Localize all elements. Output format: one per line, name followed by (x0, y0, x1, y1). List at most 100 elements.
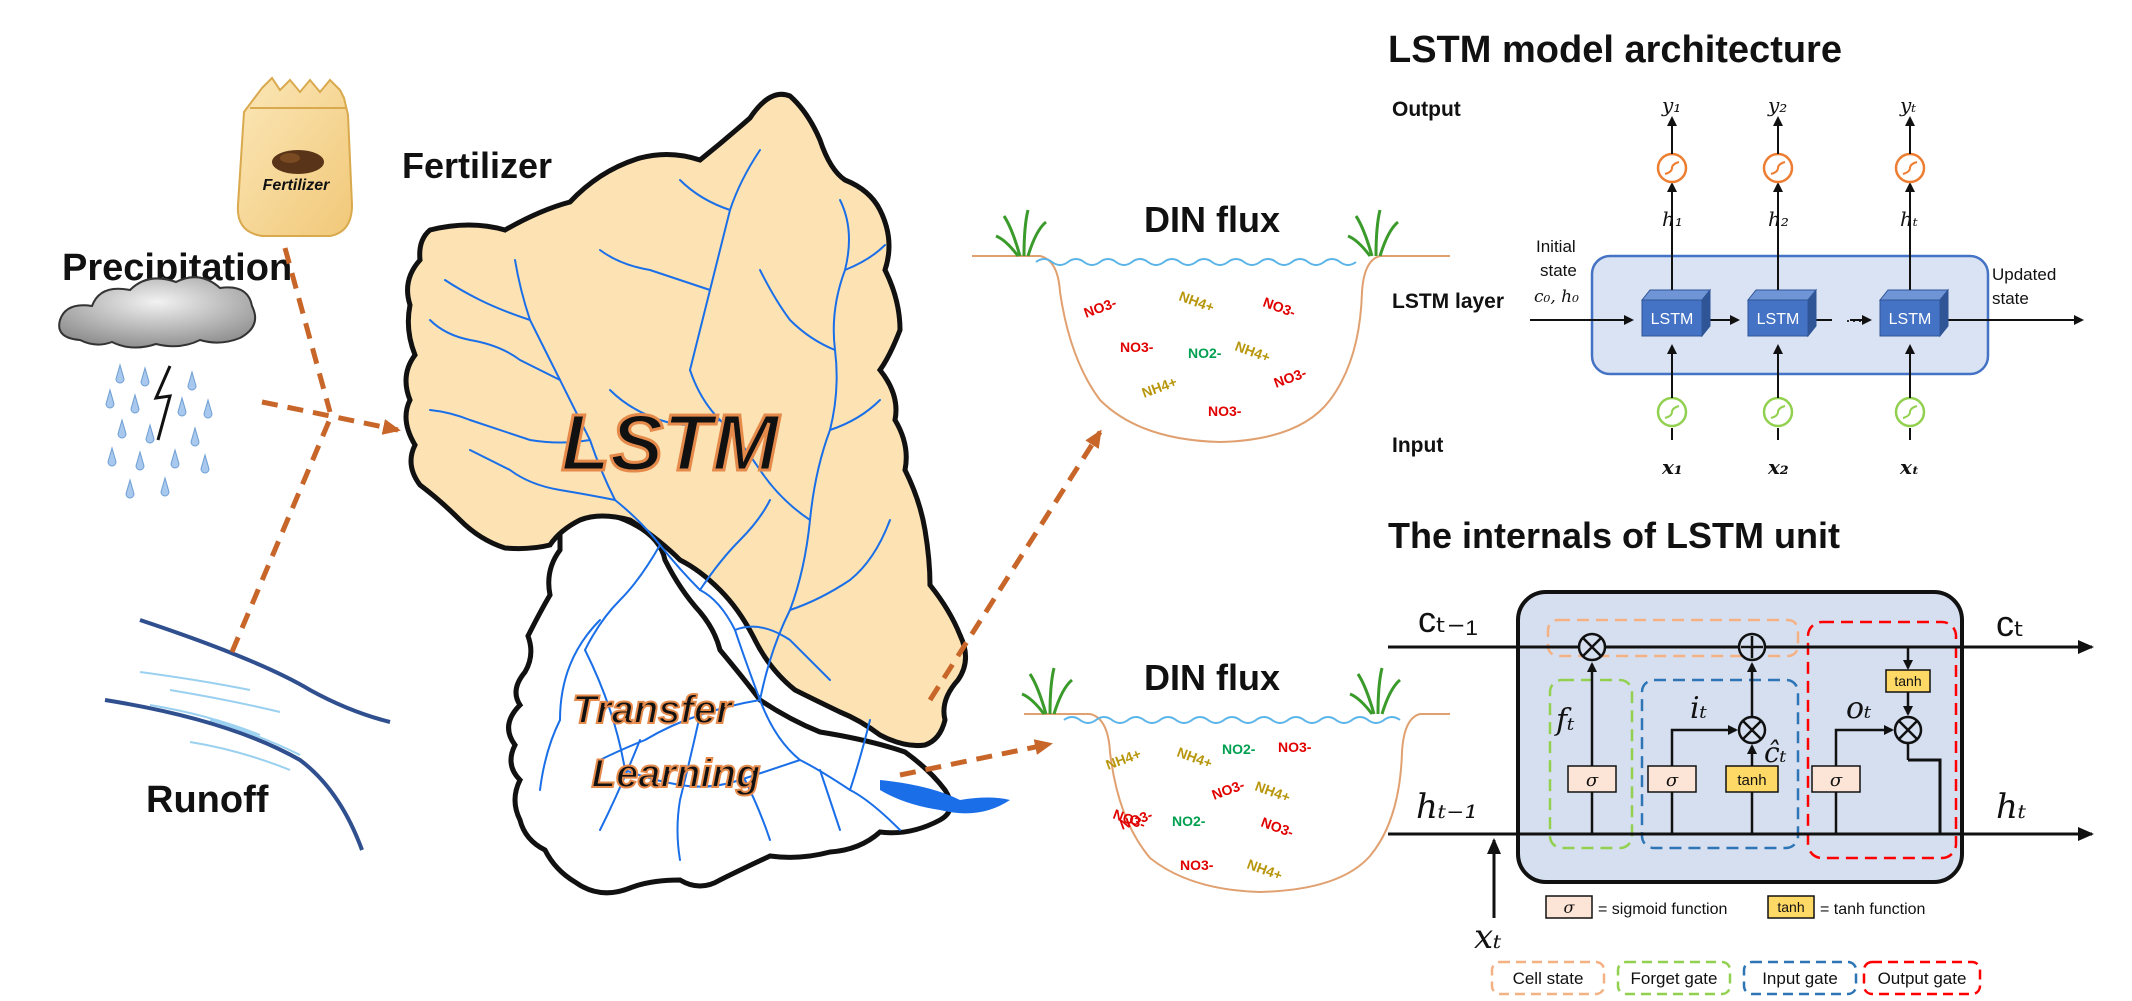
legend-cell-state-text: Cell state (1513, 969, 1584, 988)
din-flux-lower: DIN flux NH4+NH4+NO2-NO3-NO3-NO3-NH4+NO3… (1021, 657, 1450, 894)
output-label-1: y₂ (1767, 93, 1787, 117)
output-label-0: y₁ (1661, 93, 1681, 117)
initial-state-1: Initial (1536, 237, 1576, 256)
ion-labels-lower: NH4+NH4+NO2-NO3-NO3-NO3-NH4+NO3-NO2-NO3-… (1104, 739, 1312, 883)
unit-title: The internals of LSTM unit (1388, 515, 1840, 556)
h-prev-label: hₜ₋₁ (1416, 787, 1478, 827)
legend-sigmoid-text: = sigmoid function (1598, 901, 1727, 918)
estuary (880, 780, 1010, 814)
transfer-label-2: Learning (592, 752, 761, 796)
lower-ion-9: NO3- (1259, 814, 1296, 841)
legend-forget-gate-text: Forget gate (1631, 969, 1718, 988)
upper-ion-7: NO3- (1208, 403, 1242, 419)
grass-icon-left-2 (1021, 667, 1073, 715)
lower-ion-8: NO2- (1172, 813, 1206, 829)
c-hat-label: ĉₜ (1764, 736, 1787, 769)
lower-ion-5: NO3- (1210, 776, 1247, 803)
legend-output-gate (1862, 960, 1982, 996)
grass-icon-left (995, 209, 1047, 257)
input-label-1: x₂ (1767, 455, 1789, 479)
legend-tanh-text: tanh (1777, 899, 1804, 915)
cell-state-region (1546, 618, 1800, 658)
ot-label: oₜ (1846, 691, 1872, 726)
row-label-input: Input (1392, 434, 1443, 457)
lstm-cell-2 (1879, 299, 1941, 337)
h-next-label: hₜ (1996, 787, 2027, 827)
legend-forget-gate (1616, 960, 1732, 996)
ion-labels-upper: NO3-NH4+NO3-NO3-NO2-NH4+NH4+NO3-NO3- (1082, 288, 1309, 419)
precip-arrow (261, 399, 401, 435)
lstm-cell-label-0: LSTM (1651, 311, 1694, 328)
legend-tanh-desc: = tanh function (1820, 901, 1925, 918)
lower-ion-1: NH4+ (1175, 744, 1214, 771)
runoff-title: Runoff (146, 779, 269, 821)
xt-label: xₜ (1474, 917, 1502, 957)
upper-ion-8: NO3- (1272, 364, 1309, 391)
input-sigma-text: σ (1666, 770, 1679, 791)
input-sigmoid (1647, 765, 1697, 793)
arch-title: LSTM model architecture (1388, 29, 1842, 71)
input-tanh (1725, 765, 1779, 793)
lstm-internals: The internals of LSTM unit cₜ₋₁ cₜ hₜ₋₁ … (1388, 515, 2094, 996)
lstm-cell-0 (1641, 299, 1703, 337)
din-flux-upper: DIN flux NO3-NH4+NO3-NO3-NO2-NH4+NH4+NO3… (972, 199, 1450, 444)
runoff-stream-icon (104, 618, 391, 851)
upper-ion-5: NH4+ (1233, 338, 1272, 365)
fertilizer-title: Fertilizer (402, 145, 552, 186)
legend-sigmoid-box (1545, 895, 1593, 919)
lstm-cell-label-2: LSTM (1889, 311, 1932, 328)
watershed-map: LSTM Transfer Learning (403, 91, 1010, 896)
c-prev-label: cₜ₋₁ (1418, 599, 1478, 640)
input-label-2: xₜ (1899, 455, 1919, 479)
upper-ion-3: NO3- (1120, 339, 1154, 355)
output-tanh-text: tanh (1894, 673, 1921, 689)
lstm-cell-1 (1747, 299, 1809, 337)
output-gate-region (1806, 620, 1958, 860)
lower-ion-11: NH4+ (1245, 856, 1284, 883)
watershed-lstm-label: LSTM (561, 398, 781, 487)
rain-cloud-icon (58, 276, 256, 499)
outflow-arrows (899, 429, 1103, 778)
upper-outflow-arrow (927, 429, 1103, 702)
legend-input-gate-text: Input gate (1762, 969, 1838, 988)
legend-sigma-text: σ (1564, 898, 1576, 917)
hidden-label-1: h₂ (1768, 207, 1789, 231)
initial-state-3: c₀, h₀ (1534, 287, 1579, 307)
lower-ion-2: NO2- (1222, 741, 1256, 757)
input-label-0: x₁ (1661, 455, 1683, 479)
row-label-layer: LSTM layer (1392, 290, 1504, 313)
upper-ion-6: NH4+ (1140, 373, 1179, 400)
runoff-arrow (229, 413, 335, 653)
row-label-output: Output (1392, 98, 1461, 121)
input-tanh-text: tanh (1737, 772, 1766, 789)
h-out-line (1908, 758, 2094, 841)
grass-icon-right (1347, 209, 1399, 257)
c-next-label: cₜ (1996, 603, 2025, 644)
fertilizer-bag-icon: Fertilizer (236, 76, 354, 237)
legend-input-gate (1742, 960, 1858, 996)
din-flux-title-lower: DIN flux (1144, 657, 1280, 698)
output-sigma-text: σ (1830, 770, 1843, 791)
grass-icon-right-2 (1349, 667, 1401, 715)
output-label-2: yₜ (1899, 93, 1916, 117)
hidden-label-2: hₜ (1900, 207, 1918, 231)
lstm-architecture: LSTM model architecture Output LSTM laye… (1388, 29, 2084, 479)
it-label: iₜ (1690, 691, 1708, 726)
din-flux-title-upper: DIN flux (1144, 199, 1280, 240)
fertilizer-bag-label: Fertilizer (263, 177, 330, 194)
fertilizer-arrow (282, 247, 333, 413)
upper-ion-0: NO3- (1082, 294, 1119, 321)
legend-output-gate-text: Output gate (1878, 969, 1967, 988)
upper-ion-1: NH4+ (1177, 288, 1216, 315)
updated-state-1: Updated (1992, 265, 2056, 284)
lower-ion-6: NH4+ (1253, 778, 1292, 805)
lower-ion-3: NO3- (1278, 739, 1312, 755)
initial-state-2: state (1540, 261, 1577, 280)
ft-label: fₜ (1554, 703, 1575, 738)
lower-ion-10: NO3- (1180, 857, 1214, 873)
lstm-cell-label-1: LSTM (1757, 311, 1800, 328)
input-arrows (229, 247, 401, 653)
forget-sigmoid (1567, 765, 1617, 793)
